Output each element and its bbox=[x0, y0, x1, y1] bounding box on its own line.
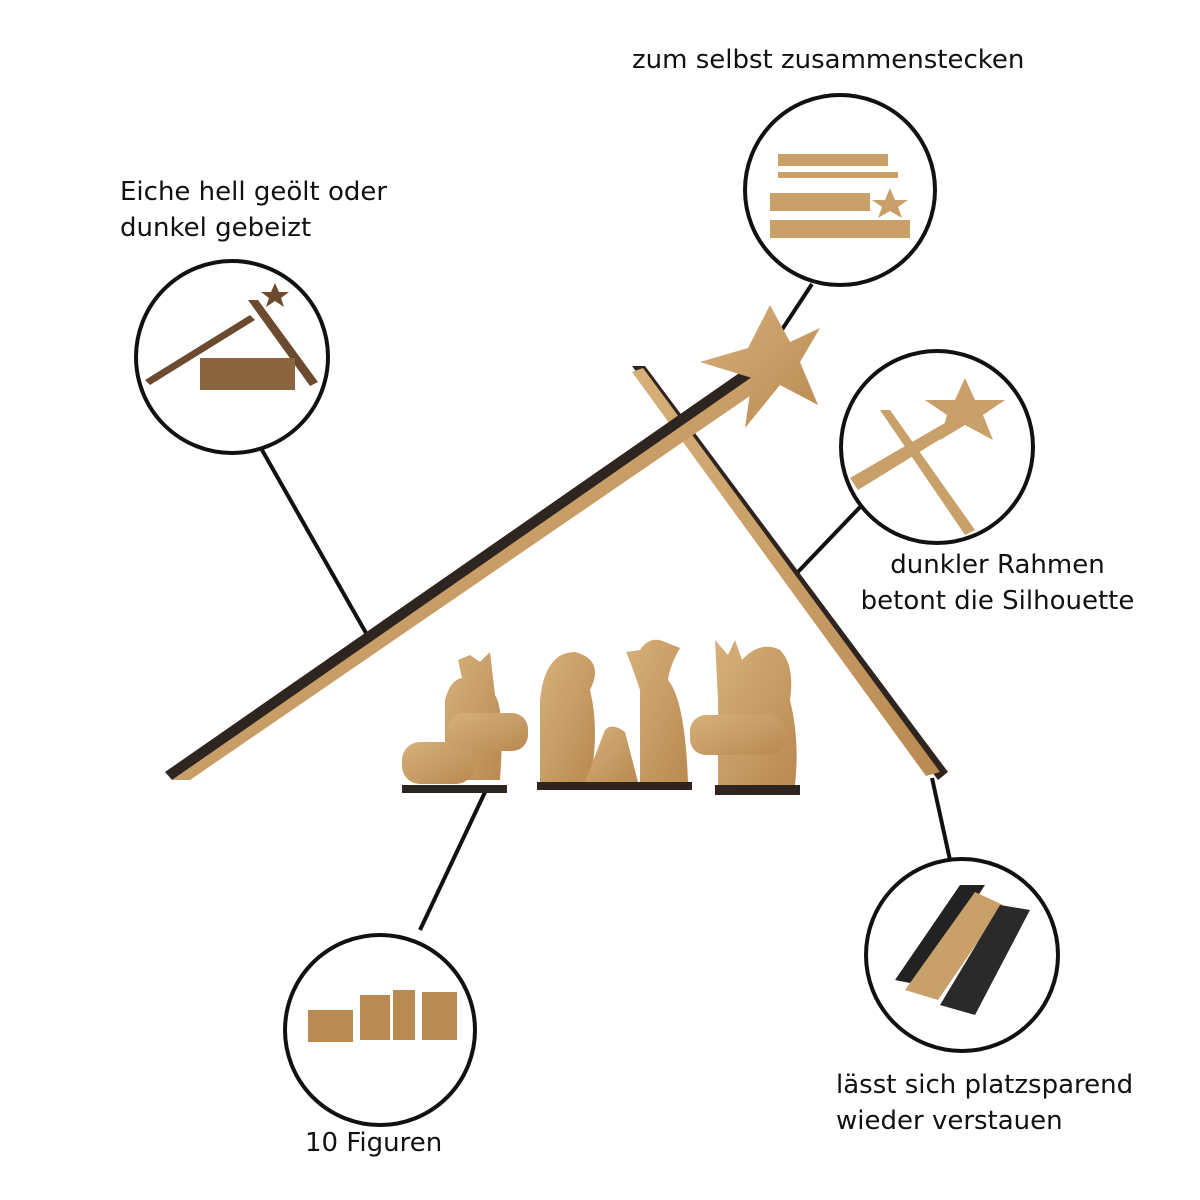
caption-line: dunkler Rahmen bbox=[890, 550, 1105, 580]
parts-thumbnail bbox=[770, 154, 910, 238]
circle-dark-frame bbox=[839, 349, 1035, 545]
figures bbox=[402, 639, 800, 795]
caption-line: Eiche hell geölt oder bbox=[120, 177, 388, 207]
circle-assembly-parts bbox=[743, 93, 937, 287]
frame-thumbnail bbox=[850, 378, 1005, 535]
caption-assembly: zum selbst zusammenstecken bbox=[632, 45, 1025, 75]
caption-line: betont die Silhouette bbox=[860, 586, 1135, 616]
wood-thumbnail bbox=[145, 283, 318, 390]
caption-figures: 10 Figuren bbox=[305, 1128, 443, 1158]
figures-thumbnail bbox=[308, 990, 457, 1042]
caption-wood-finish: Eiche hell geölt oder dunkel gebeizt bbox=[120, 174, 387, 246]
caption-dark-frame: dunkler Rahmen betont die Silhouette bbox=[845, 547, 1150, 619]
storage-box-thumbnail bbox=[895, 885, 1030, 1015]
circle-wood-finish bbox=[134, 259, 330, 455]
connector-lines bbox=[260, 282, 952, 931]
caption-storage: lässt sich platzsparend wieder verstauen bbox=[836, 1067, 1133, 1139]
star-icon bbox=[700, 305, 820, 428]
caption-line: dunkel gebeizt bbox=[120, 213, 312, 243]
nativity-stable bbox=[165, 305, 948, 780]
caption-line: wieder verstauen bbox=[836, 1106, 1063, 1136]
caption-line: lässt sich platzsparend bbox=[836, 1070, 1134, 1100]
